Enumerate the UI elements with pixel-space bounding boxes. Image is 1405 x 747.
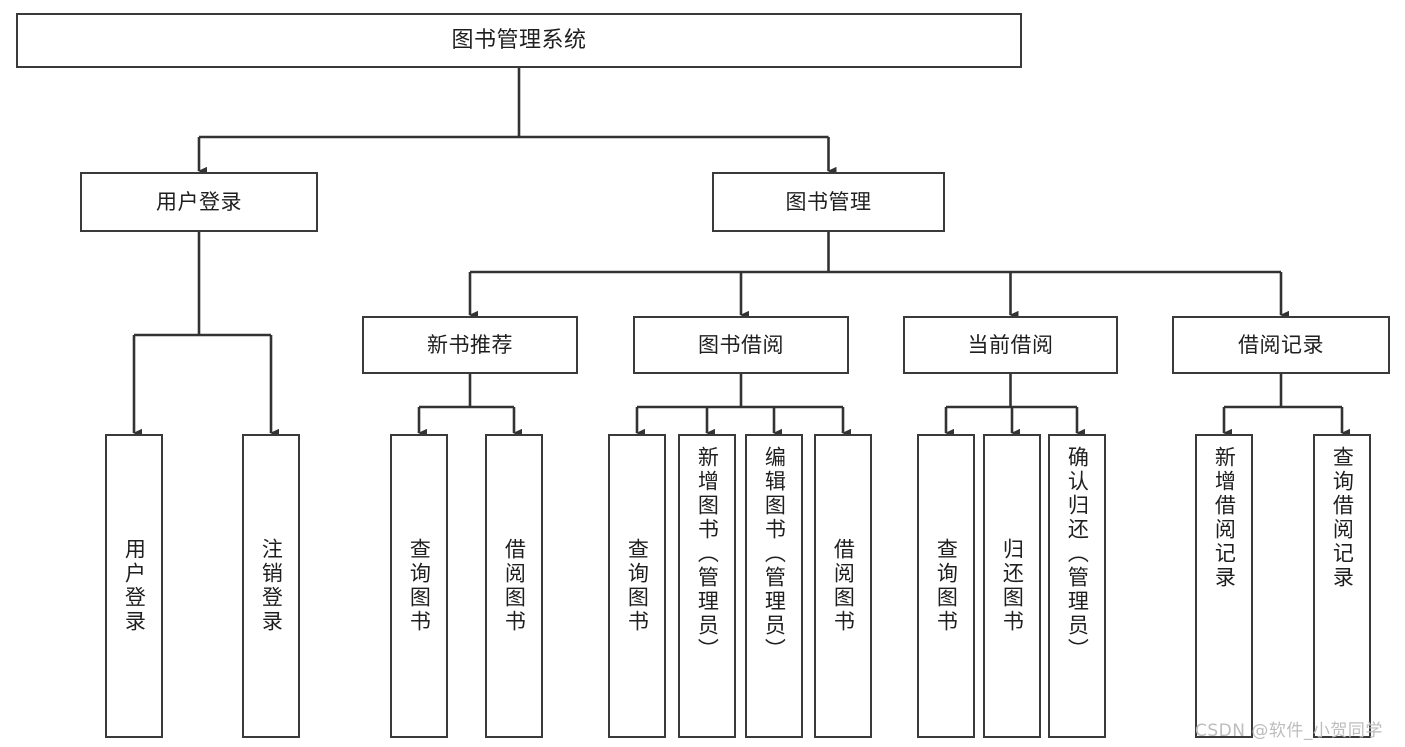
node-new-book-rec[interactable]: 新书推荐 (362, 316, 578, 374)
node-label-leaf-return-book: 归还图书 (1000, 538, 1025, 634)
node-user-login[interactable]: 用户登录 (80, 172, 318, 232)
node-borrow-record[interactable]: 借阅记录 (1172, 316, 1390, 374)
node-label-borrow-record: 借阅记录 (1238, 332, 1324, 357)
node-label-leaf-add-book: 新增图书（管理员） (695, 446, 720, 662)
node-leaf-edit-book[interactable]: 编辑图书（管理员） (745, 434, 803, 738)
node-label-user-login: 用户登录 (156, 189, 242, 214)
node-label-leaf-borrow-book-1: 借阅图书 (502, 538, 527, 634)
node-root[interactable]: 图书管理系统 (16, 13, 1022, 68)
node-label-leaf-query-book-2: 查询图书 (625, 538, 650, 634)
node-leaf-confirm-return[interactable]: 确认归还（管理员） (1048, 434, 1106, 738)
node-leaf-borrow-book-1[interactable]: 借阅图书 (485, 434, 543, 738)
node-label-book-manage: 图书管理 (785, 189, 872, 214)
node-leaf-query-record[interactable]: 查询借阅记录 (1313, 434, 1371, 738)
node-label-leaf-borrow-book-2: 借阅图书 (831, 538, 856, 634)
node-label-book-borrow: 图书借阅 (698, 332, 784, 357)
node-label-leaf-query-book-3: 查询图书 (934, 538, 959, 634)
node-label-leaf-confirm-return: 确认归还（管理员） (1065, 446, 1090, 662)
node-label-leaf-add-record: 新增借阅记录 (1212, 446, 1237, 590)
node-leaf-return-book[interactable]: 归还图书 (983, 434, 1041, 738)
node-leaf-borrow-book-2[interactable]: 借阅图书 (814, 434, 872, 738)
node-leaf-query-book-2[interactable]: 查询图书 (608, 434, 666, 738)
node-leaf-query-book-3[interactable]: 查询图书 (917, 434, 975, 738)
node-label-leaf-query-book-1: 查询图书 (407, 538, 432, 634)
node-leaf-query-book-1[interactable]: 查询图书 (390, 434, 448, 738)
node-label-new-book-rec: 新书推荐 (427, 332, 513, 357)
node-label-current-borrow: 当前借阅 (967, 332, 1054, 357)
node-current-borrow[interactable]: 当前借阅 (903, 316, 1118, 374)
node-leaf-user-login[interactable]: 用户登录 (105, 434, 163, 738)
node-label-root: 图书管理系统 (451, 27, 587, 53)
node-label-leaf-user-logout: 注销登录 (259, 538, 284, 634)
node-label-leaf-edit-book: 编辑图书（管理员） (762, 446, 787, 662)
node-leaf-add-record[interactable]: 新增借阅记录 (1195, 434, 1253, 738)
node-label-leaf-user-login: 用户登录 (122, 538, 147, 634)
node-label-leaf-query-record: 查询借阅记录 (1330, 446, 1355, 590)
node-book-manage[interactable]: 图书管理 (712, 172, 945, 232)
edge-group (132, 68, 1350, 438)
node-leaf-add-book[interactable]: 新增图书（管理员） (678, 434, 736, 738)
node-leaf-user-logout[interactable]: 注销登录 (242, 434, 300, 738)
node-book-borrow[interactable]: 图书借阅 (633, 316, 849, 374)
